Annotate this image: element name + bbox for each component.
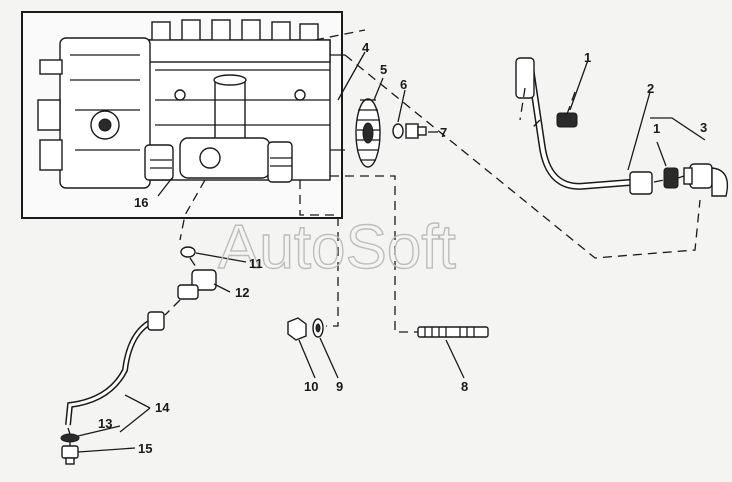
- elbow-fitting: [683, 163, 729, 197]
- left-banjo-fitting: [144, 144, 174, 181]
- watermark: AutoSoft: [218, 213, 456, 282]
- fuel-pipe: [525, 62, 637, 189]
- callout-15: 15: [138, 441, 152, 456]
- callout-11: 11: [249, 256, 263, 271]
- callout-12: 12: [235, 285, 249, 300]
- callout-1a: 1: [584, 50, 591, 65]
- callout-13: 13: [98, 416, 112, 431]
- leader-4: [337, 51, 366, 101]
- leader-1a: [569, 59, 589, 111]
- return-line-end: [147, 311, 165, 331]
- bolt: [405, 123, 427, 139]
- assembly-line-nut: [519, 87, 576, 131]
- leader-15: [77, 447, 136, 453]
- stud: [417, 326, 489, 338]
- callout-2: 2: [647, 81, 654, 96]
- connector-fitting: [177, 269, 217, 300]
- assembly-line-bolt: [67, 427, 71, 446]
- leader-1b-3: [650, 117, 706, 141]
- leader-16: [157, 177, 173, 197]
- leader-6: [397, 89, 406, 123]
- assembly-line-nut-lower: [653, 175, 685, 183]
- pipe-end-upper: [515, 57, 535, 99]
- leader-9: [319, 337, 339, 379]
- assembly-line-elbow: [314, 29, 701, 259]
- leader-14: [119, 394, 151, 433]
- sealing-washer: [60, 433, 80, 443]
- leader-13: [77, 425, 121, 437]
- leader-5: [373, 77, 384, 101]
- filter-column: [214, 79, 246, 141]
- nut-upper: [556, 112, 578, 128]
- callout-16: 16: [134, 195, 148, 210]
- callout-6: 6: [400, 77, 407, 92]
- return-line-outline: [65, 317, 157, 426]
- pipe-end-lower: [629, 171, 653, 195]
- leader-8: [445, 339, 465, 379]
- callout-14: 14: [155, 400, 170, 415]
- callout-4: 4: [362, 40, 370, 55]
- assembly-line-washer: [299, 180, 339, 327]
- right-banjo-fitting: [267, 141, 293, 183]
- callout-5: 5: [380, 62, 387, 77]
- assembly-line-stud: [330, 175, 418, 333]
- callout-10: 10: [304, 379, 318, 394]
- callout-8: 8: [461, 379, 468, 394]
- callout-9: 9: [336, 379, 343, 394]
- leader-12: [213, 283, 231, 293]
- nut-lower: [663, 167, 679, 189]
- leader-11: [195, 252, 247, 263]
- banjo-bolt: [61, 445, 79, 465]
- callout-3: 3: [700, 120, 707, 135]
- leader-2: [627, 91, 651, 171]
- supply-housing: [179, 137, 271, 179]
- timing-gear: [355, 98, 381, 168]
- callout-1b: 1: [653, 121, 660, 136]
- injection-pump: [37, 19, 345, 189]
- washer: [392, 123, 404, 139]
- assembly-line-connector: [164, 257, 199, 316]
- callout-7: 7: [440, 125, 447, 140]
- leader-1b: [656, 141, 667, 167]
- return-line: [66, 318, 156, 426]
- hex-nut: [287, 317, 307, 341]
- leader-10: [298, 339, 316, 379]
- o-ring: [180, 246, 196, 258]
